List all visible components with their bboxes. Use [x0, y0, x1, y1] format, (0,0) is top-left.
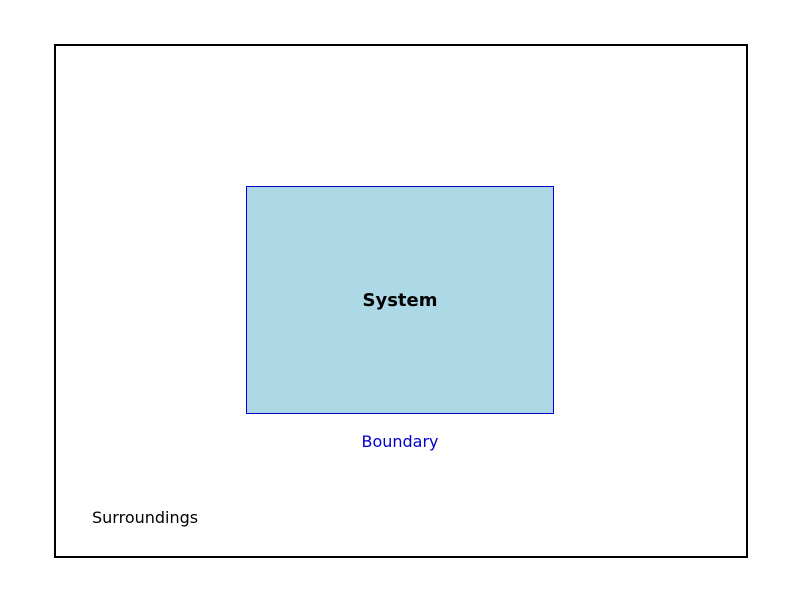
surroundings-label: Surroundings — [92, 508, 199, 527]
surroundings-frame — [54, 44, 748, 558]
system-label: System — [362, 289, 438, 311]
boundary-label: Boundary — [361, 432, 439, 451]
system-box: System — [246, 186, 554, 414]
